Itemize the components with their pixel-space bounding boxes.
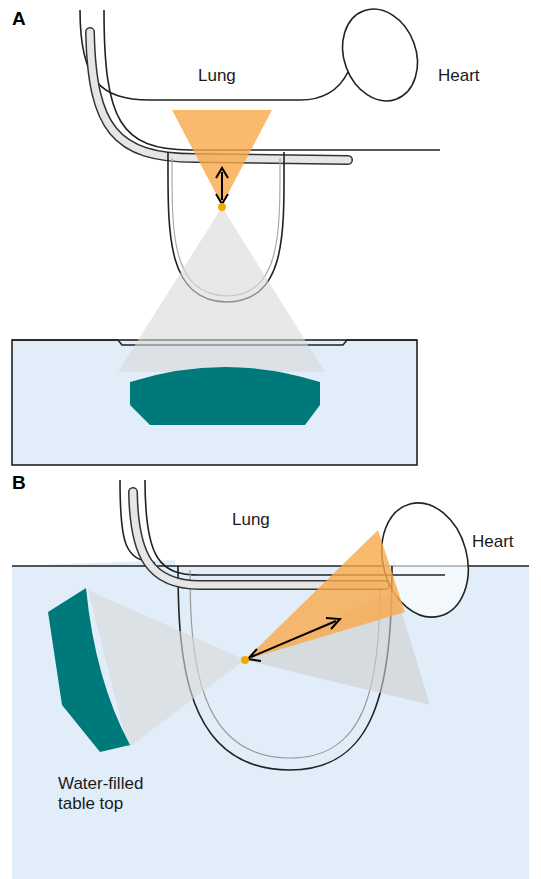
device-label: Water-filled table top — [58, 774, 168, 815]
organ-label: Lung — [198, 66, 236, 86]
panel-letter: B — [12, 472, 26, 495]
organ-label: Heart — [438, 66, 480, 86]
organ-label: Heart — [472, 532, 514, 552]
panel-letter: A — [12, 8, 26, 31]
organ-label: Lung — [232, 510, 270, 530]
